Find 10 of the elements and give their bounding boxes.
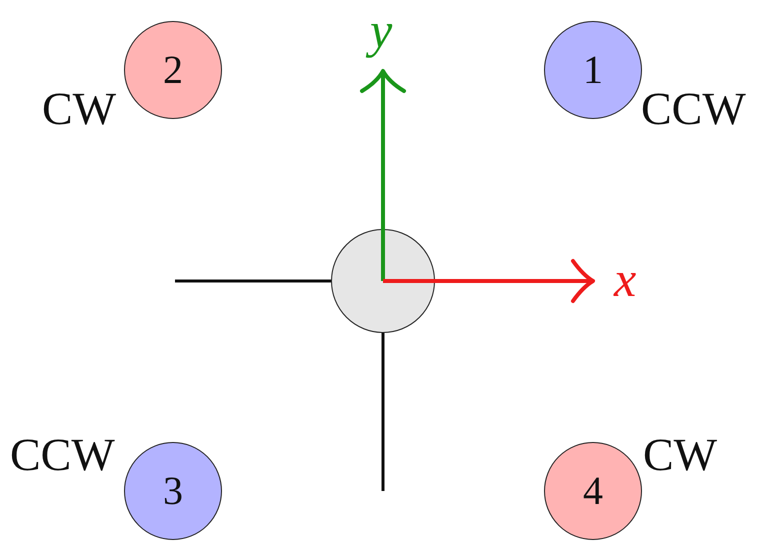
rotation-label: CCW	[641, 86, 746, 132]
rotor-number: 1	[583, 50, 603, 90]
axis-label: y	[363, 0, 400, 60]
rotor-number: 2	[163, 50, 183, 90]
rotation-label: CW	[42, 86, 116, 132]
rotation-label: CW	[643, 432, 718, 478]
axis-label: x	[612, 250, 638, 309]
rotor-number: 3	[163, 471, 183, 511]
rotor-number: 4	[583, 471, 603, 511]
rotation-label: CCW	[10, 432, 115, 478]
